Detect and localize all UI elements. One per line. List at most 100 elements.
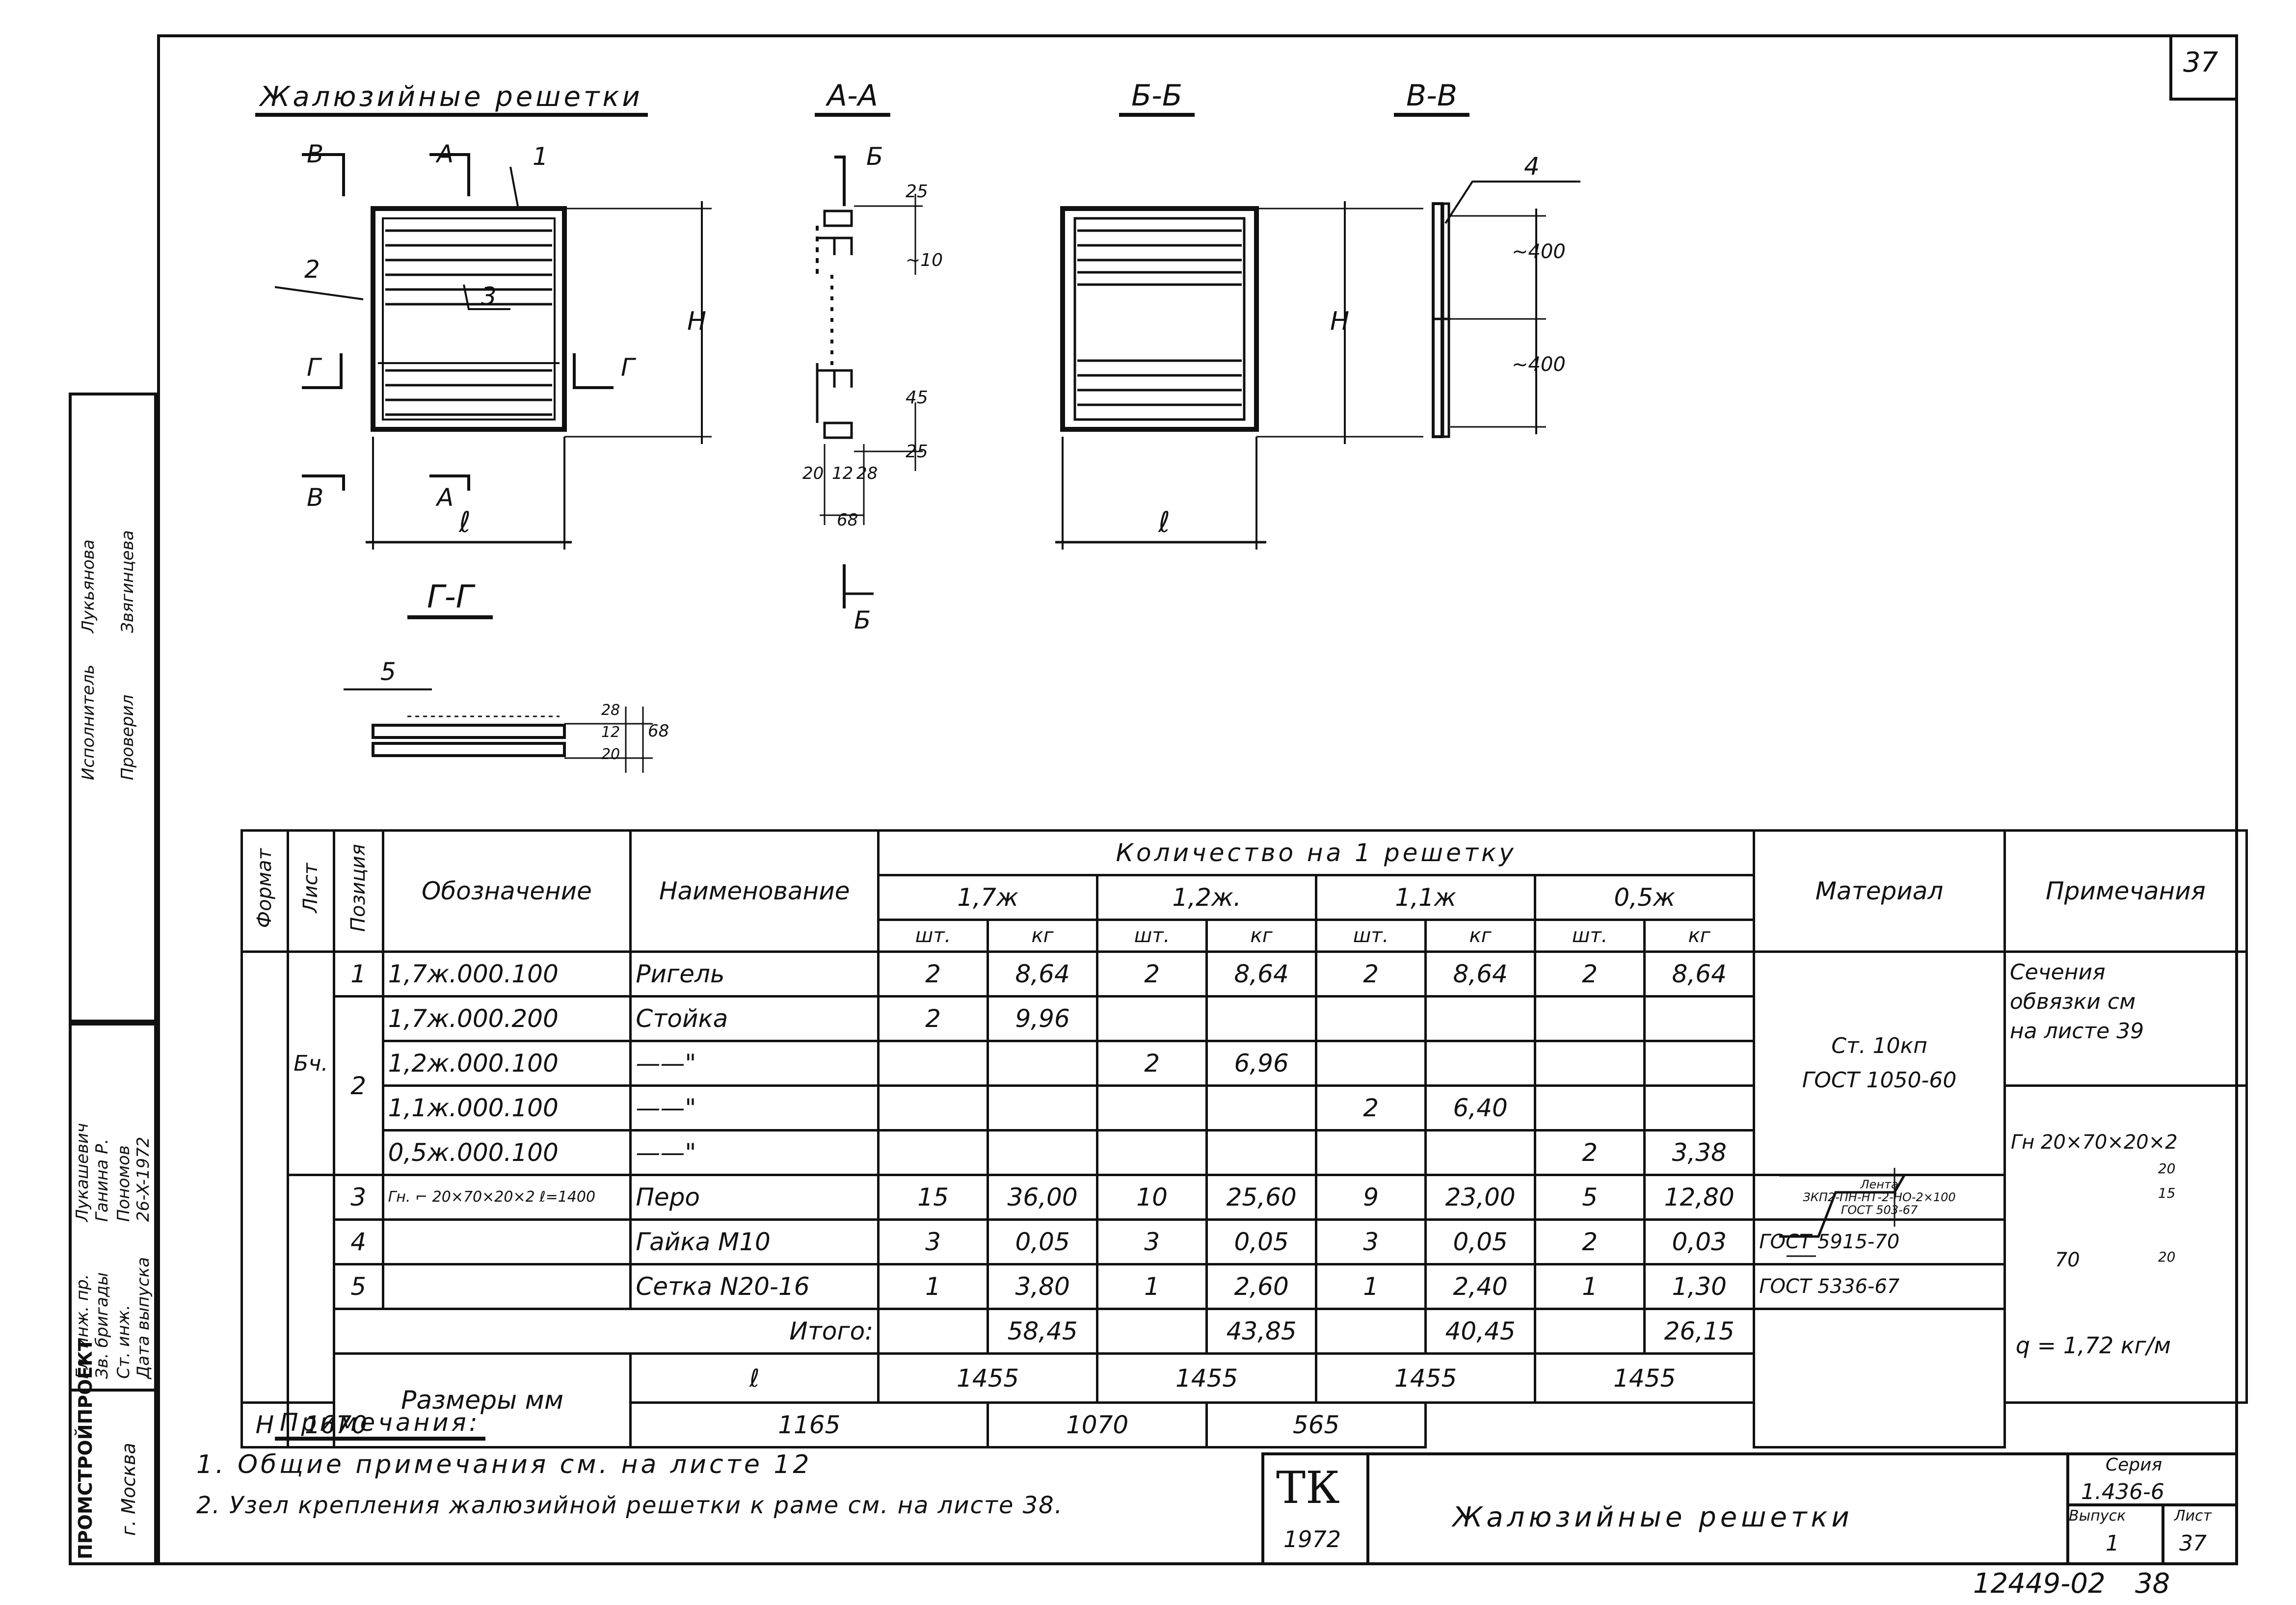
qty-cell: 3,80 xyxy=(987,1263,1099,1310)
dim-400-bottom: ~400 xyxy=(1512,353,1566,376)
name-cell: ——" xyxy=(629,1084,880,1131)
stamp-role-4: Дата выпуска xyxy=(133,1257,153,1379)
dim-h-value: 1165 xyxy=(629,1401,989,1448)
stamp-role2-1: Исполнитель xyxy=(79,664,98,780)
drawing-title: Жалюзийные решетки xyxy=(255,81,648,117)
variant-header: 1,7ж xyxy=(877,874,1099,921)
qty-cell: 6,40 xyxy=(1424,1084,1537,1131)
total-value: 26,15 xyxy=(1643,1308,1756,1355)
material-steel: Ст. 10кп xyxy=(1831,1033,1927,1058)
dim-l-value: 1455 xyxy=(1096,1352,1318,1404)
designation-cell: 1,1ж.000.100 xyxy=(381,1084,632,1131)
qty-cell: 23,00 xyxy=(1424,1174,1537,1221)
side-stamp-divider xyxy=(69,1020,157,1026)
variant-header: 0,5ж xyxy=(1534,874,1756,921)
stamp-role-2: Зв. бригады xyxy=(92,1272,112,1379)
unit-kg: кг xyxy=(1205,919,1318,953)
qty-cell xyxy=(1643,1084,1756,1131)
cut-mark-v-top: В xyxy=(307,140,324,168)
cut-mark-b-bottom: Б xyxy=(854,606,871,634)
position-3-label: 3 xyxy=(481,282,497,311)
qty-cell xyxy=(877,1129,989,1176)
general-note-2: 2. Узел крепления жалюзийной решетки к р… xyxy=(196,1492,1063,1519)
qty-cell xyxy=(1315,995,1427,1042)
dim-g-68: 68 xyxy=(648,721,669,741)
stamp-role2-2: Проверил xyxy=(118,694,137,780)
qty-cell: 12,80 xyxy=(1643,1174,1756,1221)
notes-cell-sections: Сечения обвязки см на листе 39 xyxy=(2003,950,2248,1087)
qty-cell: 2 xyxy=(1534,1218,1646,1265)
total-label: Итого: xyxy=(332,1308,880,1355)
col-header-designation: Обозначение xyxy=(381,829,632,953)
name-cell: Перо xyxy=(629,1174,880,1221)
archive-sheet: 38 xyxy=(2135,1568,2170,1600)
col-header-sheet: Лист xyxy=(286,829,335,953)
qty-cell: 8,64 xyxy=(1205,950,1318,998)
col-header-position: Позиция xyxy=(332,829,384,953)
sheet-number: 37 xyxy=(2183,47,2218,79)
sheet-cell-empty xyxy=(286,1174,335,1404)
qty-cell xyxy=(1096,1084,1208,1131)
qty-cell: 15 xyxy=(877,1174,989,1221)
stamp-name-3: Пономов xyxy=(114,1145,133,1222)
col-header-quantity: Количество на 1 решетку xyxy=(877,829,1756,876)
material-tape-gost: ГОСТ 503-67 xyxy=(1841,1203,1918,1217)
qty-cell: 2 xyxy=(1096,1040,1208,1087)
qty-cell: 0,05 xyxy=(987,1218,1099,1265)
note-sections-1: Сечения xyxy=(2009,960,2106,985)
note-profile: Гн 20×70×20×2 xyxy=(2010,1131,2178,1154)
dim-25-top: 25 xyxy=(906,182,928,202)
sheet-number-box xyxy=(2169,34,2238,101)
section-v-label: В-В xyxy=(1394,79,1469,117)
specification-table: Формат Лист Позиция Обозначение Наименов… xyxy=(240,829,2248,1448)
position-cell: 1 xyxy=(332,950,384,998)
cut-mark-a-top: А xyxy=(437,140,454,168)
designation-cell: 0,5ж.000.100 xyxy=(381,1129,632,1176)
qty-cell: 8,64 xyxy=(1424,950,1537,998)
qty-cell: 3 xyxy=(877,1218,989,1265)
stamp-city: г. Москва xyxy=(118,1443,139,1536)
qty-cell: 8,64 xyxy=(1643,950,1756,998)
stamp-name2-2: Звягинцева xyxy=(118,530,137,633)
dim-28: 28 xyxy=(856,464,878,483)
dim-12: 12 xyxy=(832,464,854,483)
sheet-frame xyxy=(157,34,2238,1565)
cut-mark-b-top: Б xyxy=(866,142,883,171)
dim-h-value: 1670 xyxy=(286,1401,384,1448)
dim-g-12: 12 xyxy=(601,724,620,741)
issue-label: Выпуск xyxy=(2069,1507,2126,1525)
dim-h-label: H xyxy=(240,1401,289,1448)
dim-g-20: 20 xyxy=(601,746,620,763)
dim-25-bottom: 25 xyxy=(906,442,928,462)
unit-pcs: шт. xyxy=(1534,919,1646,953)
qty-cell: 0,05 xyxy=(1205,1218,1318,1265)
note-sections-3: на листе 39 xyxy=(2009,1019,2144,1044)
material-cell-nut: ГОСТ 5915-70 xyxy=(1753,1218,2006,1265)
qty-cell: 1 xyxy=(1534,1263,1646,1310)
qty-cell xyxy=(1096,1129,1208,1176)
dim-l-main: ℓ xyxy=(459,505,471,539)
total-empty xyxy=(1534,1308,1646,1355)
qty-cell: 1,30 xyxy=(1643,1263,1756,1310)
cut-mark-g-right: Г xyxy=(621,353,635,382)
qty-cell xyxy=(987,1084,1099,1131)
qty-cell: 25,60 xyxy=(1205,1174,1318,1221)
qty-cell: 0,03 xyxy=(1643,1218,1756,1265)
qty-cell: 1 xyxy=(1096,1263,1208,1310)
stamp-name2-1: Лукьянова xyxy=(79,539,98,633)
material-tape: Лента xyxy=(1860,1178,1898,1191)
designation-cell: 1,2ж.000.100 xyxy=(381,1040,632,1087)
qty-cell xyxy=(1424,1040,1537,1087)
unit-pcs: шт. xyxy=(1096,919,1208,953)
position-cell: 2 xyxy=(332,995,384,1176)
position-cell: 3 xyxy=(332,1174,384,1221)
name-cell: ——" xyxy=(629,1040,880,1087)
position-cell: 5 xyxy=(332,1263,384,1310)
sheet-value: 37 xyxy=(2179,1531,2207,1556)
designation-cell: Гн. ⌐ 20×70×20×2 ℓ=1400 xyxy=(381,1174,632,1221)
total-value: 40,45 xyxy=(1424,1308,1537,1355)
dim-l-section: ℓ xyxy=(1158,505,1170,539)
col-header-format: Формат xyxy=(240,829,289,953)
position-5-label: 5 xyxy=(380,658,396,686)
note-unit-weight: q = 1,72 кг/м xyxy=(2015,1332,2171,1359)
